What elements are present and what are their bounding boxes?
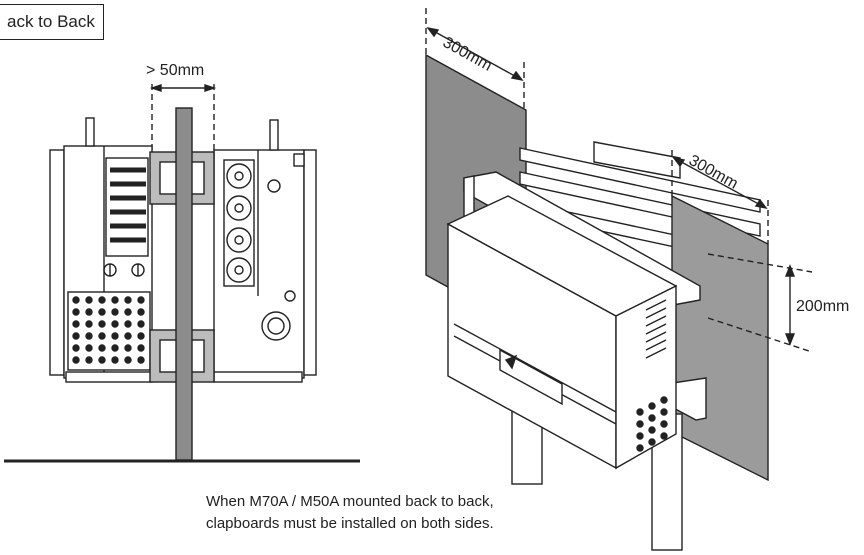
side-connectors [636, 396, 668, 452]
left-inverter-side [49, 117, 153, 383]
isometric-inverter [446, 195, 678, 470]
caption: When M70A / M50A mounted back to back, c… [206, 491, 536, 535]
left-vent-louvers [105, 157, 149, 257]
warning-triangle-icon [504, 354, 518, 370]
cooling-fans [223, 159, 255, 287]
left-connector-grid [67, 291, 151, 371]
gap-dimension [149, 84, 217, 150]
caption-line-2: clapboards must be installed on both sid… [206, 515, 494, 532]
title-label: ack to Back [0, 4, 104, 40]
vertical-spacing-label: 200mm [796, 298, 850, 315]
rear-clearance-dimension [671, 150, 769, 244]
central-pole [175, 107, 193, 461]
caption-line-1: When M70A / M50A mounted back to back, [206, 493, 494, 510]
right-inverter-side [213, 119, 317, 383]
gap-label: > 50mm [146, 62, 205, 79]
cable-gland [261, 311, 291, 341]
vertical-spacing-dimension [707, 253, 813, 353]
right-clapboard [671, 194, 769, 482]
side-clearance-dimension [425, 8, 525, 108]
title-text: ack to Back [7, 12, 95, 31]
side-louvers [645, 299, 667, 359]
